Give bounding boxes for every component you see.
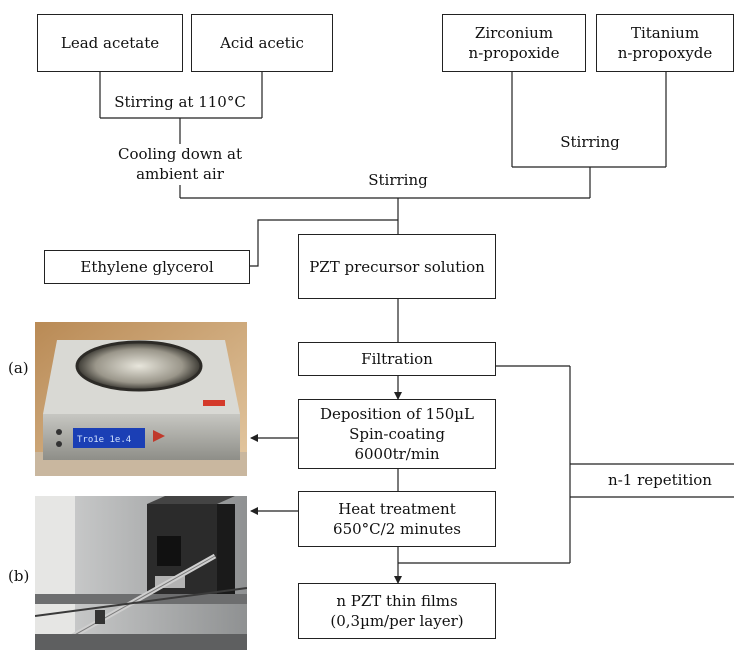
zirconium-line-1: Zirconium [474, 24, 554, 42]
deposition-line-3: 6000tr/min [354, 445, 440, 463]
heat-treatment-box: Heat treatment 650°C/2 minutes [298, 491, 496, 547]
thin-films-line-1: n PZT thin films [336, 592, 458, 610]
titanium-line-2: n-propoxyde [617, 44, 713, 62]
filtration-label: Filtration [361, 350, 433, 368]
furnace-photo [35, 496, 247, 650]
pzt-precursor-label: PZT precursor solution [309, 257, 485, 276]
stirring-main-label: Stirring [368, 171, 428, 189]
acid-acetic-box: Acid acetic [191, 14, 333, 72]
ethylene-glycerol-box: Ethylene glycerol [44, 250, 250, 284]
deposition-line-2: Spin-coating [349, 425, 445, 443]
heat-treatment-line-1: Heat treatment [338, 500, 456, 518]
heat-treatment-line-2: 650°C/2 minutes [333, 520, 461, 538]
stirring-110-label: Stirring at 110°C [110, 92, 250, 112]
spin-coater-display: Tro1e 1e.4 [77, 435, 131, 445]
cooling-label: Cooling down at ambient air [108, 144, 252, 184]
thin-films-box: n PZT thin films (0,3µm/per layer) [298, 583, 496, 639]
furnace-illustration [35, 496, 247, 650]
cooling-line-2: ambient air [136, 165, 224, 183]
lead-acetate-box: Lead acetate [37, 14, 183, 72]
deposition-box: Deposition of 150µL Spin-coating 6000tr/… [298, 399, 496, 469]
ethylene-glycerol-label: Ethylene glycerol [80, 258, 214, 276]
spin-coater-photo: Tro1e 1e.4 [35, 322, 247, 476]
repetition-label: n-1 repetition [608, 471, 712, 489]
pzt-precursor-box: PZT precursor solution [298, 234, 496, 299]
cooling-line-1: Cooling down at [117, 145, 243, 163]
stirring-zt-label: Stirring [560, 133, 620, 151]
zirconium-line-2: n-propoxide [468, 44, 560, 62]
filtration-box: Filtration [298, 342, 496, 376]
titanium-box: Titanium n-propoxyde [596, 14, 734, 72]
titanium-line-1: Titanium [630, 24, 700, 42]
zirconium-box: Zirconium n-propoxide [442, 14, 586, 72]
lead-acetate-label: Lead acetate [60, 34, 160, 52]
photo-b-label: (b) [8, 567, 30, 585]
spin-coater-illustration: Tro1e 1e.4 [35, 322, 247, 476]
deposition-line-1: Deposition of 150µL [319, 405, 474, 423]
acid-acetic-label: Acid acetic [220, 34, 304, 52]
photo-a-label: (a) [8, 359, 29, 377]
thin-films-line-2: (0,3µm/per layer) [330, 612, 464, 630]
